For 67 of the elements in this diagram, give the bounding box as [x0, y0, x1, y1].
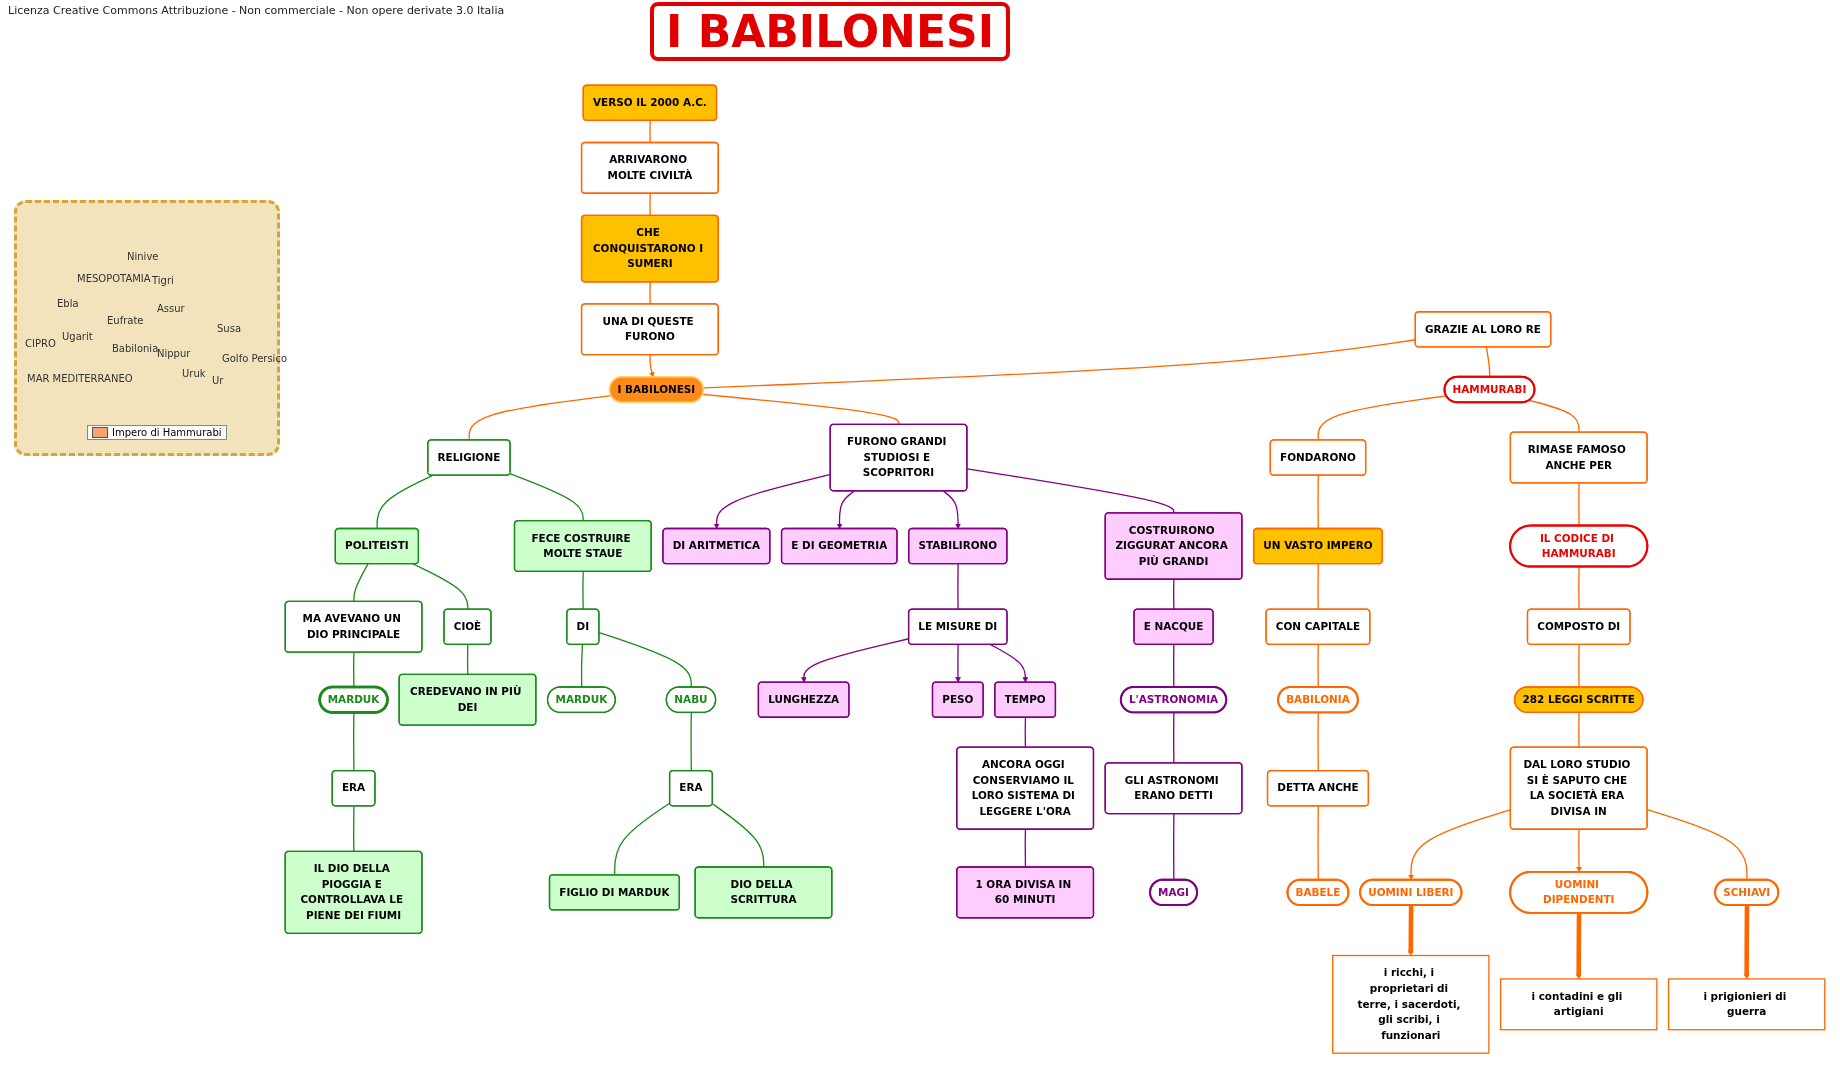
map-label: MESOPOTAMIA [77, 273, 151, 284]
map-label: Babilonia [112, 343, 159, 354]
map-label: Nippur [157, 348, 191, 359]
connector [1173, 643, 1175, 688]
connector [580, 643, 584, 688]
connector [1173, 578, 1175, 610]
connector [649, 119, 651, 144]
node-box: i ricchi, i proprietari di terre, i sacerdoti, gli scribi, i funzionari [1332, 954, 1490, 1054]
connector [1578, 566, 1580, 610]
map-label: MAR MEDITERRANEO [27, 373, 133, 384]
connector [649, 281, 651, 305]
connector [1528, 399, 1580, 433]
connector [649, 192, 651, 217]
arrow [1743, 905, 1750, 979]
connector [1024, 716, 1027, 748]
connector [468, 394, 612, 441]
map-label: Uruk [182, 368, 206, 379]
legend-text: Impero di Hammurabi [112, 427, 222, 438]
arrow [955, 643, 961, 683]
map-label: Ugarit [62, 331, 93, 342]
connector [1024, 828, 1027, 868]
arrow [836, 490, 856, 529]
connector [1317, 474, 1319, 530]
connector [1317, 395, 1447, 441]
connector [957, 563, 959, 610]
map-label: Ur [212, 375, 224, 386]
connector [353, 563, 369, 603]
connector [1578, 711, 1580, 748]
connector [614, 802, 671, 876]
arrow [1407, 905, 1414, 956]
connector [598, 631, 692, 688]
map-label: Ebla [57, 298, 79, 309]
connector [412, 563, 469, 610]
node-box: i contadini e gli artigiani [1499, 978, 1658, 1031]
connector [702, 393, 900, 426]
connector [1317, 711, 1319, 772]
map-label: Susa [217, 323, 242, 334]
connector [1317, 563, 1319, 610]
map-label: CIPRO [25, 338, 56, 349]
map-label: Ninive [127, 251, 159, 262]
connector [966, 468, 1175, 514]
arrow [649, 354, 655, 378]
node-box: i prigionieri di guerra [1667, 978, 1826, 1031]
arrow [989, 643, 1029, 683]
connector [690, 711, 692, 772]
connector [1485, 346, 1491, 378]
connector [353, 805, 355, 853]
connector [1578, 482, 1580, 527]
map-label: Golfo Persico [222, 353, 287, 364]
title: I BABILONESI [650, 2, 1010, 61]
connector [376, 474, 434, 530]
connector [1317, 643, 1319, 688]
map-label: Assur [157, 303, 185, 314]
connector [711, 802, 765, 868]
arrow [942, 490, 961, 529]
connector [1578, 643, 1580, 688]
connector [582, 570, 584, 610]
arrow [1576, 828, 1582, 873]
license-text: Licenza Creative Commons Attribuzione - Non commerciale - Non opere derivate 3.0 Italia [8, 4, 505, 17]
connector [466, 643, 469, 676]
arrow [1575, 913, 1582, 979]
connector [509, 472, 584, 522]
connector [1173, 711, 1175, 764]
connector [1317, 805, 1319, 881]
map-label: Eufrate [107, 315, 144, 326]
connector [1173, 813, 1175, 881]
map-label: Tigri [152, 275, 174, 286]
